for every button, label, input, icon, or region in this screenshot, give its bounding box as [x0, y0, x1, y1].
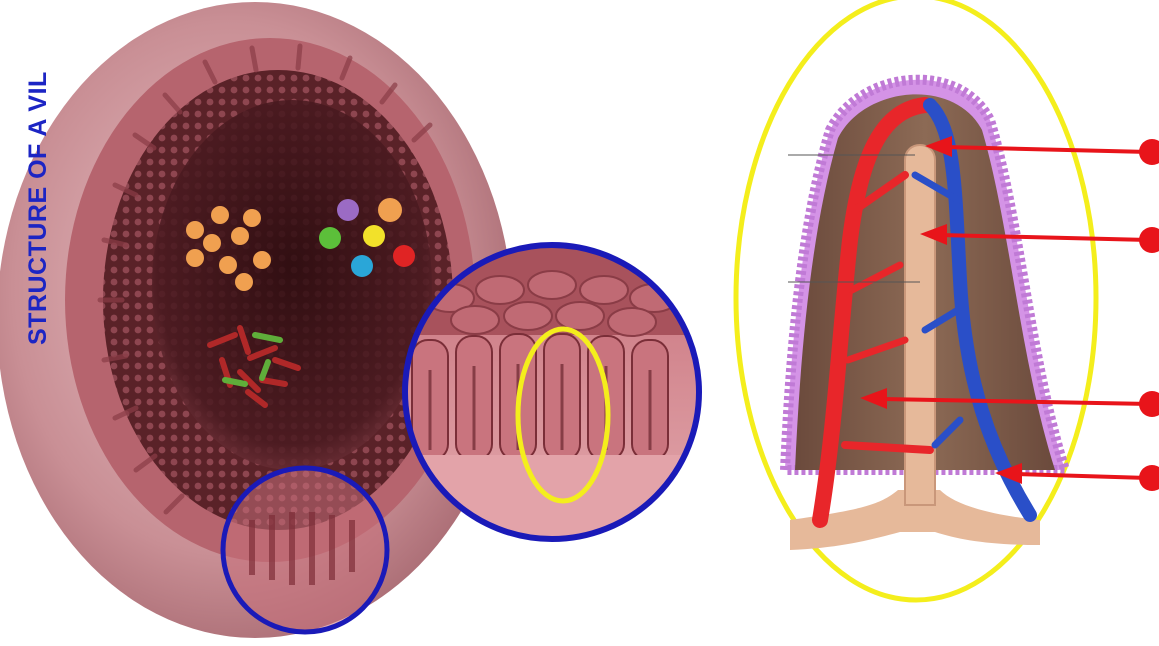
- intestine-lumen: [152, 100, 432, 470]
- villus-detail: [736, 0, 1096, 600]
- diagram-title: STRUCTURE OF A VIL: [24, 0, 53, 345]
- small-magnifier: [223, 468, 387, 632]
